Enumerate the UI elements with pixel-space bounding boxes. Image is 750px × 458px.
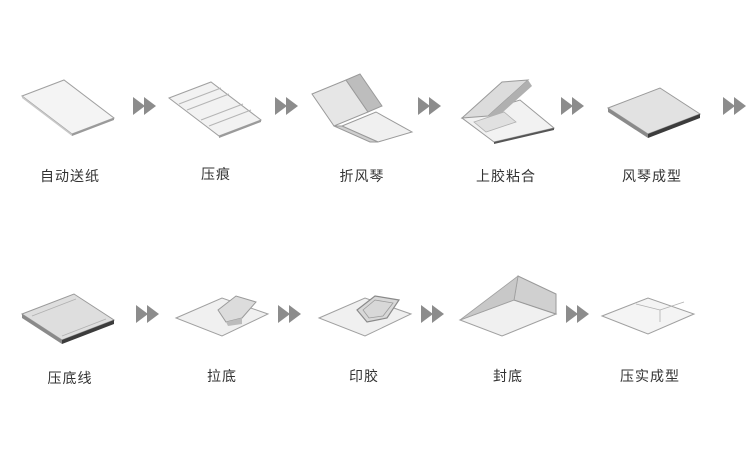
accordion-formed-icon bbox=[606, 87, 702, 138]
double-chevron-arrow-icon bbox=[561, 97, 584, 115]
double-chevron-arrow-icon bbox=[278, 305, 301, 323]
double-chevron-arrow-icon bbox=[421, 305, 444, 323]
step-label-seal-base: 封底 bbox=[493, 369, 523, 385]
glue-print-icon bbox=[317, 295, 413, 337]
seal-base-icon bbox=[458, 275, 558, 337]
double-chevron-arrow-icon bbox=[133, 97, 156, 115]
base-crease-icon bbox=[20, 293, 116, 344]
double-chevron-arrow-icon bbox=[723, 97, 746, 115]
step-label-auto-feed: 自动送纸 bbox=[40, 169, 100, 185]
double-chevron-arrow-icon bbox=[566, 305, 589, 323]
step-label-glue-bond: 上胶粘合 bbox=[476, 169, 536, 185]
double-chevron-arrow-icon bbox=[136, 305, 159, 323]
step-label-base-crease: 压底线 bbox=[47, 371, 93, 387]
flat-paper-sheet-icon bbox=[20, 79, 116, 136]
pull-base-icon bbox=[174, 295, 270, 337]
step-label-accordion-fold: 折风琴 bbox=[339, 169, 385, 185]
step-label-creasing: 压痕 bbox=[201, 167, 231, 183]
press-finish-icon bbox=[600, 297, 696, 335]
glue-bond-icon bbox=[460, 79, 556, 144]
creased-sheet-icon bbox=[167, 81, 263, 138]
step-label-accordion-form: 风琴成型 bbox=[622, 169, 682, 185]
step-label-pull-base: 拉底 bbox=[207, 369, 237, 385]
double-chevron-arrow-icon bbox=[275, 97, 298, 115]
step-label-glue-print: 印胶 bbox=[349, 369, 379, 385]
double-chevron-arrow-icon bbox=[418, 97, 441, 115]
accordion-fold-icon bbox=[311, 73, 414, 143]
step-label-press-finish: 压实成型 bbox=[620, 369, 680, 385]
